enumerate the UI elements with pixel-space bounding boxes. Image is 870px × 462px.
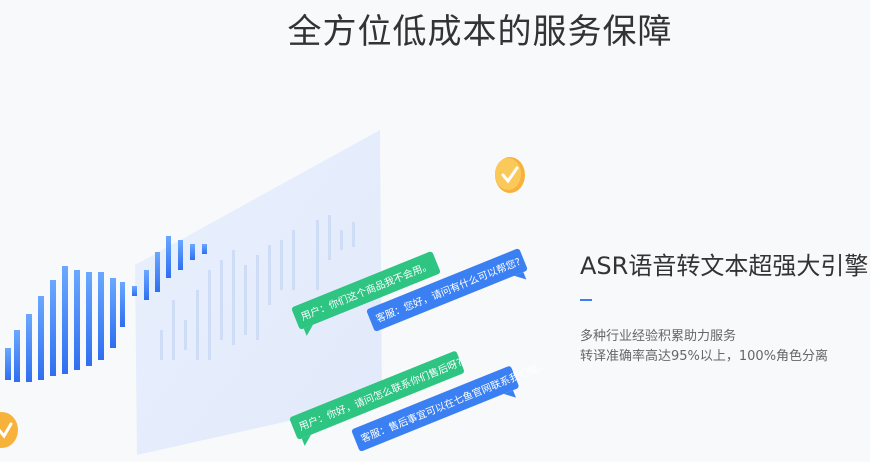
feature-line: 多种行业经验积累助力服务 [580,329,737,344]
asr-illustration: 用户：你们这个商品我不会用。 客服：您好，请问有什么可以帮您? 用户：你好，请问… [0,130,549,455]
panel-waveform [160,215,355,360]
check-badge-icon [0,412,18,448]
feature-info: ASR语音转文本超强大引擎 多种行业经验积累助力服务 转译准确率高达95%以上，… [580,246,870,367]
feature-title: ASR语音转文本超强大引擎 [580,252,869,280]
chat-bubble-agent-1: 客服：您好，请问有什么可以帮您? [366,248,528,332]
title-accent-line [580,299,592,301]
page-title: 全方位低成本的服务保障 [287,12,673,52]
check-badge-icon [495,157,525,193]
feature-line: 转译准确率高达95%以上，100%角色分离 [580,349,829,364]
voice-waveform-bars [5,236,207,382]
